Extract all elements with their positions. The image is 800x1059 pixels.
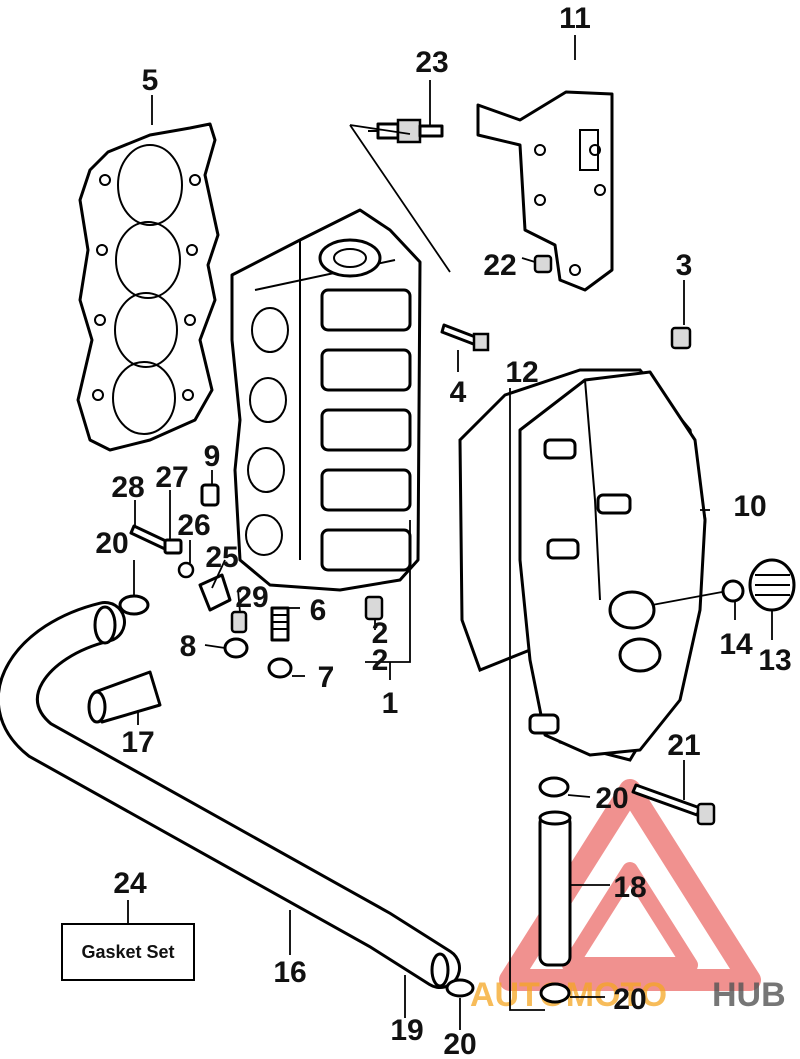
short-hose-part xyxy=(87,670,162,724)
callout-22: 22 xyxy=(483,249,516,282)
callout-numbers: 11 23 5 22 3 4 12 10 9 27 28 26 20 25 29… xyxy=(95,2,791,1059)
part-6-stud xyxy=(270,606,290,642)
part-27-sleeve xyxy=(163,538,183,555)
small-parts xyxy=(129,254,716,826)
callout-18: 18 xyxy=(613,871,646,904)
callout-20-d: 20 xyxy=(443,1028,476,1059)
part-28-bolt xyxy=(129,524,170,551)
part-9-pin xyxy=(200,483,220,507)
callout-6: 6 xyxy=(310,594,327,627)
part-25-clip xyxy=(198,573,232,612)
hose-clamp-parts xyxy=(118,594,571,1004)
oil-cap-part xyxy=(748,558,796,612)
callout-14: 14 xyxy=(719,628,753,661)
callout-8: 8 xyxy=(180,630,197,663)
callout-12: 12 xyxy=(505,356,538,389)
callout-9: 9 xyxy=(204,440,221,473)
large-hose-part xyxy=(0,601,461,989)
callout-2: 2 xyxy=(372,617,389,650)
cap-leader xyxy=(651,591,723,606)
callout-28: 28 xyxy=(111,471,144,504)
callout-5: 5 xyxy=(142,64,159,97)
callout-24: 24 xyxy=(113,867,147,900)
part-8-nut xyxy=(223,637,249,659)
part-26-washer xyxy=(177,561,195,579)
spark-plug-leader xyxy=(349,124,451,273)
head-gasket-part xyxy=(76,122,220,452)
gasket-set-label: Gasket Set xyxy=(81,942,174,962)
bracket-part xyxy=(476,90,614,292)
callout-26: 26 xyxy=(177,509,210,542)
part-22-bolt xyxy=(533,254,553,274)
callout-20-a: 20 xyxy=(95,527,128,560)
callout-3: 3 xyxy=(676,249,693,282)
callout-20-c: 20 xyxy=(613,983,646,1016)
part-7-nut xyxy=(267,657,293,679)
callout-10: 10 xyxy=(733,490,766,523)
part-2-fitting xyxy=(364,595,384,621)
callout-2-b: 2 xyxy=(372,644,389,677)
vertical-hose-part xyxy=(538,810,572,967)
callout-4: 4 xyxy=(450,376,467,409)
callout-11: 11 xyxy=(559,2,591,35)
callout-7: 7 xyxy=(318,661,335,694)
callout-1: 1 xyxy=(382,687,399,720)
callout-21: 21 xyxy=(667,729,700,762)
callout-leaders xyxy=(127,35,773,1030)
callout-13: 13 xyxy=(758,644,791,677)
gasket-set-box xyxy=(61,923,195,981)
callout-16: 16 xyxy=(273,956,306,989)
spark-plug-part xyxy=(368,118,444,144)
callout-23: 23 xyxy=(415,46,448,79)
part-3-plug xyxy=(670,326,692,350)
cylinder-head-part xyxy=(230,208,422,592)
callout-29: 29 xyxy=(235,581,268,614)
part-4-bolt xyxy=(440,323,480,347)
part-29-screw xyxy=(230,610,248,634)
callout-27: 27 xyxy=(155,461,188,494)
callout-20-b: 20 xyxy=(595,782,628,815)
o-ring-part xyxy=(721,579,745,603)
head-cover-part xyxy=(518,370,707,757)
callout-17: 17 xyxy=(121,726,154,759)
callout-25: 25 xyxy=(205,541,238,574)
callout-19: 19 xyxy=(390,1014,423,1047)
watermark-text-right: HUB xyxy=(712,976,786,1014)
